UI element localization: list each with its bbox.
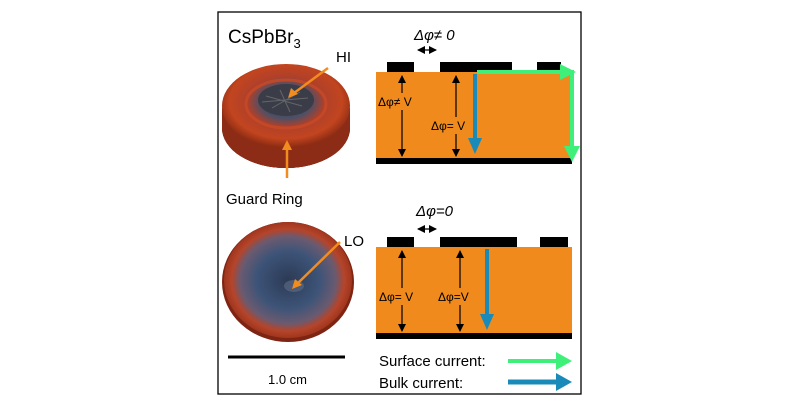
bottom-center-potential-label: Δφ=V	[438, 290, 469, 304]
bottom-electrode-left	[387, 237, 414, 247]
legend-surface-label: Surface current:	[379, 353, 486, 370]
label-lo: LO	[344, 233, 364, 250]
figure-frame	[217, 11, 582, 395]
top-left-label-bg	[378, 93, 424, 110]
bottom-electrode-right	[540, 237, 568, 247]
bottom-bottom-electrode	[376, 333, 572, 339]
top-left-potential-label: Δφ≠ V	[378, 95, 412, 109]
top-center-potential-label: Δφ= V	[431, 119, 465, 133]
bottom-left-potential-label: Δφ= V	[379, 290, 413, 304]
material-title: CsPbBr3	[228, 27, 301, 51]
top-bulk-current-head	[468, 138, 482, 154]
legend-bulk-arrow-head	[556, 373, 572, 391]
top-bottom-electrode	[376, 158, 572, 164]
bottom-electrode-center	[440, 237, 517, 247]
top-electrode-center	[440, 62, 512, 72]
top-surface-current-head-right	[560, 64, 576, 80]
scale-bar-label: 1.0 cm	[268, 372, 307, 387]
arrow-lo	[295, 241, 341, 286]
top-electrode-left	[387, 62, 414, 72]
label-guard-ring: Guard Ring	[226, 191, 303, 208]
arrow-lo-head	[292, 279, 302, 289]
top-center-label-bg	[430, 117, 476, 134]
top-electrode-right	[537, 62, 561, 72]
bottom-gap-label: Δφ=0	[415, 203, 454, 220]
arrow-hi-head	[288, 88, 298, 98]
bottom-bulk-current-head	[480, 314, 494, 330]
bottom-center-label-bg	[436, 288, 480, 305]
bottom-left-label-bg	[378, 288, 424, 305]
arrow-guard-ring-head	[282, 140, 292, 150]
legend-bulk-label: Bulk current:	[379, 375, 463, 392]
photo-hi-crystal	[222, 64, 350, 168]
label-hi: HI	[336, 49, 351, 66]
arrow-hi	[289, 66, 329, 98]
top-gap-label: Δφ≠ 0	[413, 27, 455, 44]
top-surface-current-head-down	[564, 146, 580, 162]
legend-surface-arrow-head	[556, 352, 572, 370]
photo-lo-crystal	[222, 222, 354, 342]
